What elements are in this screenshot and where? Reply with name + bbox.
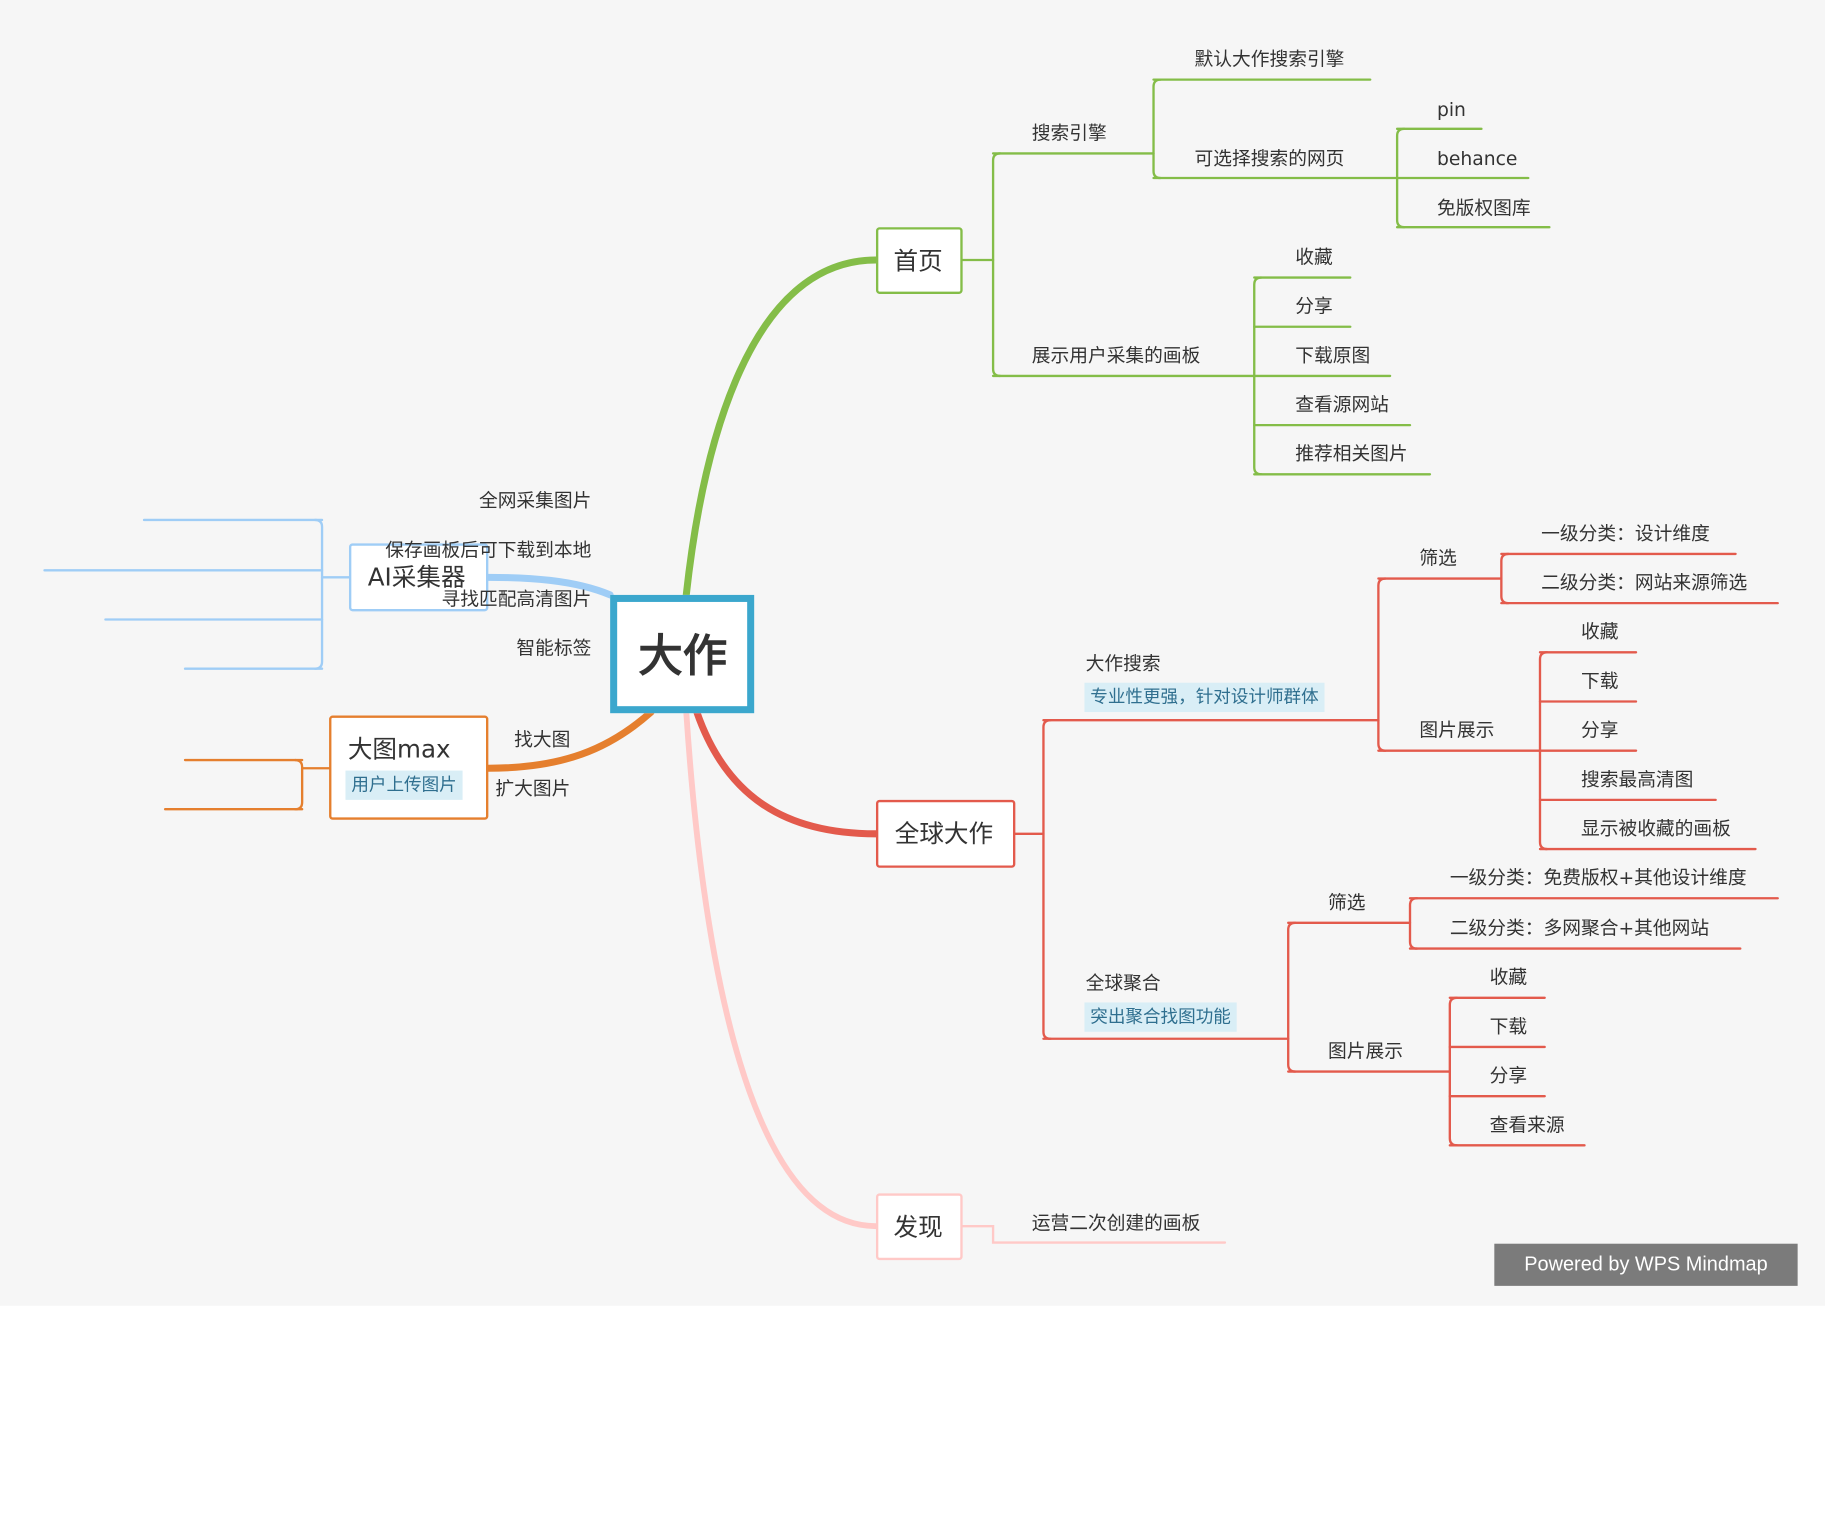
- topic-board-source[interactable]: 查看源网站: [1295, 393, 1389, 416]
- branch-ai-collector[interactable]: AI采集器: [348, 543, 489, 612]
- wps-powered-badge[interactable]: Powered by WPS Mindmap: [1494, 1243, 1798, 1286]
- topic-agg-favorite[interactable]: 收藏: [1489, 966, 1528, 989]
- topic-default-engine[interactable]: 默认大作搜索引擎: [1194, 48, 1345, 71]
- topic-curated-boards[interactable]: 运营二次创建的画板: [1031, 1212, 1201, 1235]
- branch-home-label: 首页: [893, 247, 943, 276]
- topic-display-share[interactable]: 分享: [1580, 719, 1619, 742]
- branch-ai-collector-label: AI采集器: [367, 563, 466, 592]
- bracket-aggregate-filter: [1408, 897, 1419, 950]
- topic-display-download[interactable]: 下载: [1580, 669, 1619, 693]
- topic-agg-download[interactable]: 下载: [1489, 1015, 1528, 1038]
- branch-big-picture-label: 大图max: [347, 735, 451, 764]
- topic-agg-source[interactable]: 查看来源: [1489, 1113, 1565, 1136]
- topic-pin[interactable]: pin: [1436, 98, 1466, 121]
- topic-selectable-pages[interactable]: 可选择搜索的网页: [1194, 147, 1345, 170]
- branch-discover[interactable]: 发现: [875, 1193, 963, 1261]
- topic-search-filter[interactable]: 筛选: [1419, 546, 1457, 570]
- branch-global[interactable]: 全球大作: [875, 799, 1016, 868]
- topic-board-download[interactable]: 下载原图: [1295, 344, 1371, 367]
- topic-global-aggregate[interactable]: 全球聚合: [1085, 972, 1161, 995]
- topic-agg-share[interactable]: 分享: [1489, 1064, 1528, 1087]
- central-topic[interactable]: 大作: [610, 594, 755, 714]
- bracket-search-engine: [1152, 78, 1162, 180]
- branch-big-picture[interactable]: 大图max: [329, 715, 489, 820]
- connector-center-home: [682, 256, 880, 599]
- bracket-home: [991, 152, 1002, 378]
- note-dazuo-search: 专业性更强，针对设计师群体: [1084, 682, 1325, 713]
- connector-center-global: [693, 708, 880, 838]
- connector-center-ai: [484, 573, 614, 599]
- topic-free-library[interactable]: 免版权图库: [1436, 196, 1531, 219]
- connector-lines: [43, 78, 1779, 1244]
- branch-global-label: 全球大作: [894, 819, 994, 848]
- note-user-upload: 用户上传图片: [345, 770, 463, 800]
- topic-search-filter-l2[interactable]: 二级分类：网站来源筛选: [1541, 571, 1748, 594]
- note-global-aggregate: 突出聚合找图功能: [1084, 1002, 1237, 1032]
- bracket-ai: [313, 518, 324, 670]
- topic-search-engine[interactable]: 搜索引擎: [1031, 121, 1107, 145]
- topic-dazuo-search[interactable]: 大作搜索: [1085, 652, 1161, 675]
- bracket-search-filter: [1500, 552, 1510, 605]
- topic-save-download[interactable]: 保存画板后可下载到本地: [385, 538, 592, 561]
- bracket-dazuo-search: [1377, 577, 1387, 752]
- topic-board-recommend[interactable]: 推荐相关图片: [1295, 442, 1408, 465]
- mindmap-canvas: [0, 0, 1825, 1306]
- topic-collect-web[interactable]: 全网采集图片: [478, 489, 592, 512]
- topic-enlarge[interactable]: 扩大图片: [495, 777, 571, 800]
- topic-display-boards[interactable]: 显示被收藏的画板: [1580, 817, 1731, 840]
- topic-aggregate-display[interactable]: 图片展示: [1328, 1039, 1403, 1063]
- topic-display-hd[interactable]: 搜索最高清图: [1580, 768, 1694, 791]
- topic-display-favorite[interactable]: 收藏: [1580, 620, 1619, 643]
- topic-board-favorite[interactable]: 收藏: [1295, 245, 1333, 269]
- topic-behance[interactable]: behance: [1436, 147, 1518, 170]
- topic-aggregate-filter[interactable]: 筛选: [1328, 891, 1366, 914]
- bracket-bigpic: [293, 758, 304, 811]
- bracket-aggregate-display: [1448, 996, 1459, 1147]
- topic-user-boards[interactable]: 展示用户采集的画板: [1031, 344, 1201, 367]
- bracket-aggregate: [1287, 921, 1297, 1073]
- central-topic-label: 大作: [638, 630, 728, 682]
- connector-center-discover: [683, 709, 879, 1230]
- connector-discover-item: [961, 1224, 1227, 1244]
- topic-search-filter-l1[interactable]: 一级分类：设计维度: [1541, 522, 1710, 545]
- topic-aggregate-filter-l2[interactable]: 二级分类：多网聚合+其他网站: [1449, 916, 1710, 940]
- bracket-global: [1042, 719, 1052, 1040]
- topic-aggregate-filter-l1[interactable]: 一级分类：免费版权+其他设计维度: [1449, 866, 1747, 889]
- topic-board-share[interactable]: 分享: [1295, 295, 1333, 318]
- topic-find-hd[interactable]: 寻找匹配高清图片: [441, 587, 592, 611]
- branch-discover-label: 发现: [893, 1213, 943, 1242]
- topic-smart-tags[interactable]: 智能标签: [516, 637, 592, 660]
- connector-center-bigpic: [484, 708, 655, 772]
- topic-search-display[interactable]: 图片展示: [1419, 719, 1495, 742]
- branch-home[interactable]: 首页: [875, 227, 963, 294]
- topic-find-big[interactable]: 找大图: [514, 728, 571, 751]
